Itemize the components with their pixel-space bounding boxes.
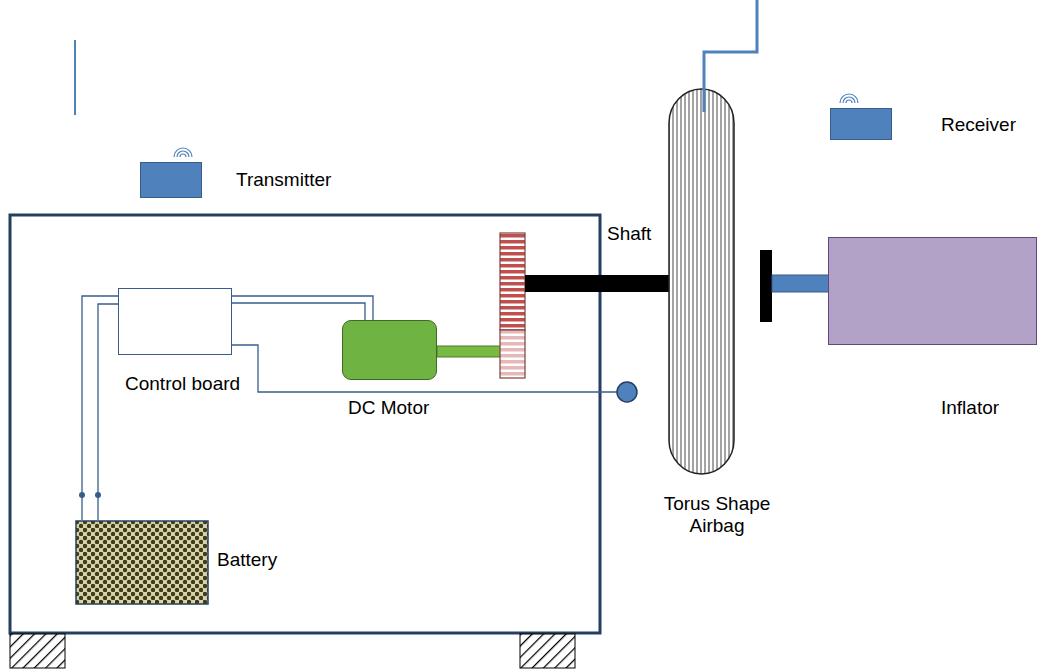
airbag-outline	[669, 89, 734, 474]
wireless-icon	[174, 148, 192, 157]
component-label: Control board	[125, 373, 240, 395]
torus-airbag-shape	[668, 88, 735, 475]
wireless-icon	[177, 151, 189, 157]
wireless-icon	[174, 148, 192, 157]
wire	[232, 296, 373, 320]
wireless-icon	[843, 97, 855, 103]
component-label: DC Motor	[348, 397, 429, 419]
torus-airbag: Torus Shape Airbag	[668, 88, 735, 475]
sensor	[617, 382, 637, 402]
inflator: Inflator	[828, 237, 1037, 345]
component-label: Torus Shape Airbag	[657, 493, 777, 537]
component-label: Transmitter	[236, 169, 331, 191]
wire	[82, 296, 118, 520]
battery-shape	[75, 520, 209, 605]
housing	[10, 215, 600, 633]
antenna-line	[74, 40, 76, 115]
component-label: Receiver	[941, 114, 1016, 136]
component-label: Battery	[217, 549, 277, 571]
component-label: Inflator	[941, 397, 999, 419]
transmitter-box: Transmitter	[140, 162, 202, 198]
battery: Battery	[75, 520, 209, 605]
gear	[500, 233, 525, 330]
receiver-box: Receiver	[830, 108, 892, 140]
wire	[98, 304, 118, 520]
motor-shaft	[437, 346, 501, 357]
battery-terminal	[95, 492, 101, 498]
wireless-icon	[846, 100, 852, 103]
battery-outline	[76, 521, 208, 604]
component-label: Shaft	[607, 223, 651, 245]
inflator-shaft	[772, 275, 830, 292]
support-foot	[520, 634, 575, 668]
support-foot	[10, 634, 65, 668]
shaft: Shaft	[525, 275, 672, 292]
airbag-wire	[704, 0, 757, 112]
wire	[232, 303, 365, 320]
wireless-icon	[840, 94, 858, 103]
mount-plate	[760, 250, 772, 322]
gear	[500, 330, 525, 378]
wireless-icon	[180, 154, 186, 157]
battery-terminal	[79, 492, 85, 498]
wireless-icon	[840, 94, 858, 103]
control-board: Control board	[118, 288, 232, 355]
dc-motor: DC Motor	[342, 320, 437, 380]
